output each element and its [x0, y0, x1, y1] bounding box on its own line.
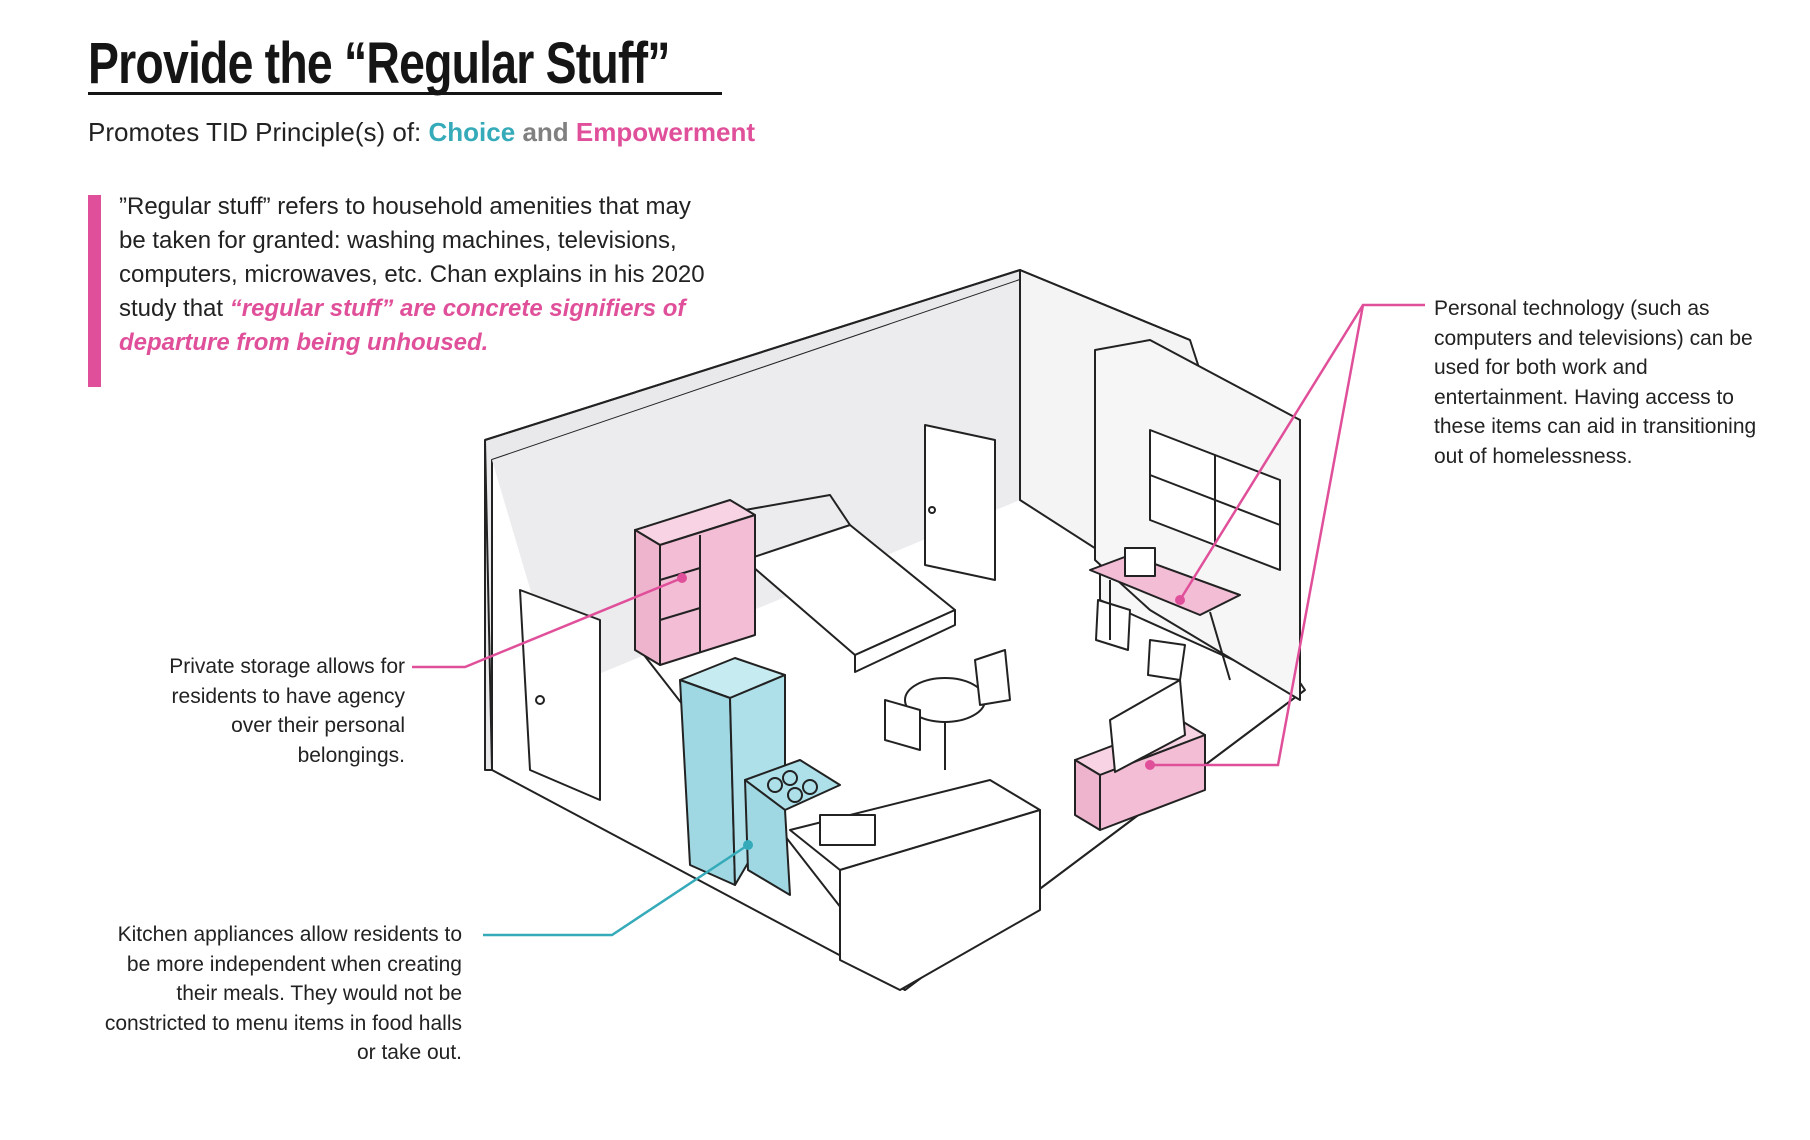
principles-line: Promotes TID Principle(s) of: Choice and… — [88, 117, 755, 148]
desk-chair — [1147, 639, 1186, 681]
storage-callout-line — [412, 576, 683, 669]
fridge-marker — [743, 840, 753, 850]
tech-callout-lines — [1150, 303, 1425, 767]
wardrobe — [634, 499, 756, 666]
kitchen-callout-line — [483, 843, 749, 937]
desk-chair — [1095, 599, 1131, 651]
principle-empowerment: Empowerment — [575, 117, 756, 147]
tv-stand — [1074, 679, 1206, 831]
principle-and: and — [522, 117, 569, 147]
desk-marker — [1175, 595, 1185, 605]
wardrobe-marker — [677, 573, 687, 583]
principle-choice: Choice — [428, 117, 516, 147]
entry-door — [519, 589, 601, 801]
bathroom-door — [924, 424, 996, 581]
quote-accent-bar — [88, 195, 101, 387]
title-underline — [88, 92, 722, 95]
desktop-monitor — [1124, 547, 1156, 577]
chair — [974, 649, 1011, 706]
kitchen-sink — [819, 814, 876, 846]
storage-note: Private storage allows for residents to … — [169, 655, 405, 767]
chair — [884, 699, 921, 751]
principles-prefix: Promotes TID Principle(s) of: — [88, 117, 429, 147]
quote-text: ”Regular stuff” refers to household amen… — [119, 193, 705, 322]
page-title: Provide the “Regular Stuff” — [88, 31, 670, 96]
intro-quote: ”Regular stuff” refers to household amen… — [119, 190, 719, 360]
television — [1109, 679, 1186, 773]
quote-emphasis: “regular stuff” are concrete signifiers … — [119, 295, 686, 356]
stove — [744, 759, 841, 896]
kitchen-note: Kitchen appliances allow residents to be… — [104, 923, 462, 1064]
tv-marker — [1145, 760, 1155, 770]
technology-note: Personal technology (such as computers a… — [1434, 297, 1757, 468]
desk — [1089, 547, 1241, 681]
